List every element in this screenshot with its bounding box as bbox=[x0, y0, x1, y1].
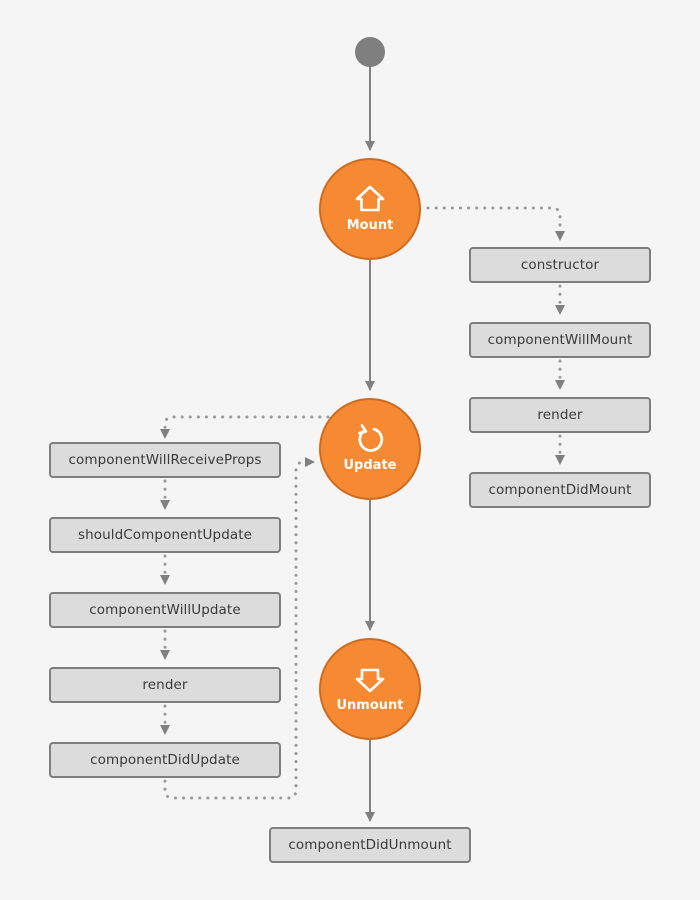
method-render-mount: render bbox=[469, 397, 651, 433]
method-shouldcomponentupdate: shouldComponentUpdate bbox=[49, 517, 281, 553]
method-componentdidupdate: componentDidUpdate bbox=[49, 742, 281, 778]
method-componentwillreceiveprops: componentWillReceiveProps bbox=[49, 442, 281, 478]
refresh-icon bbox=[353, 422, 387, 456]
method-componentdidunmount: componentDidUnmount bbox=[269, 827, 471, 863]
update-branch-dotted bbox=[160, 415, 330, 440]
start-node bbox=[355, 37, 385, 67]
method-render-update: render bbox=[49, 667, 281, 703]
method-componentwillupdate: componentWillUpdate bbox=[49, 592, 281, 628]
unmount-state: Unmount bbox=[319, 638, 421, 740]
update-label: Update bbox=[343, 457, 397, 473]
down-arrow-icon bbox=[353, 662, 387, 696]
mount-branch-dotted bbox=[426, 206, 565, 242]
home-icon bbox=[353, 182, 387, 216]
method-componentdidmount: componentDidMount bbox=[469, 472, 651, 508]
mount-label: Mount bbox=[346, 217, 394, 233]
unmount-label: Unmount bbox=[336, 697, 404, 713]
method-constructor: constructor bbox=[469, 247, 651, 283]
mount-state: Mount bbox=[319, 158, 421, 260]
update-state: Update bbox=[319, 398, 421, 500]
method-componentwillmount: componentWillMount bbox=[469, 322, 651, 358]
update-loop-back-dotted bbox=[163, 457, 316, 800]
